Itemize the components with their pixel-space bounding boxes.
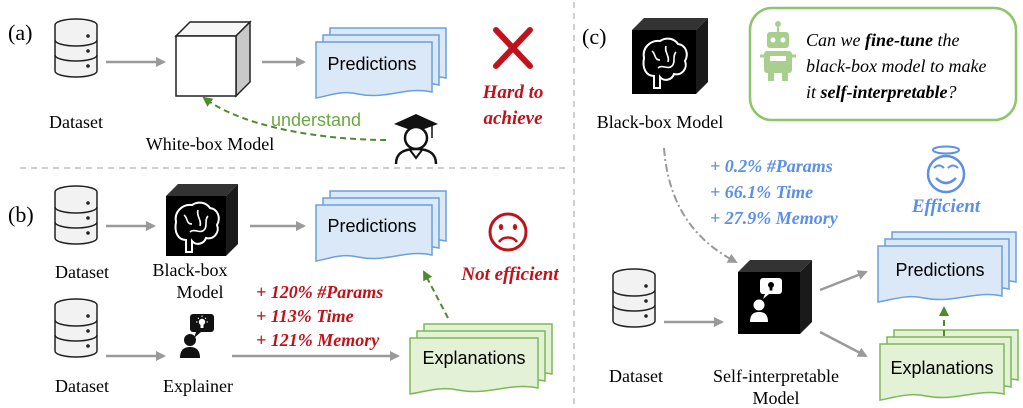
explanations-doc-c bbox=[879, 329, 1019, 401]
black-box-label-line2: Model bbox=[177, 282, 224, 302]
predictions-label-a: Predictions bbox=[327, 54, 416, 74]
understand-arrow bbox=[202, 96, 387, 141]
self-interpretable-label-line1: Self-interpretable bbox=[713, 366, 839, 386]
understand-label: understand bbox=[271, 110, 361, 130]
dataset-label-bottom: Dataset bbox=[55, 376, 109, 396]
efficient-label: Efficient bbox=[911, 196, 981, 217]
graduate-icon bbox=[394, 114, 438, 165]
cost-time-c: + 66.1% Time bbox=[710, 182, 813, 202]
explanations-doc-b bbox=[409, 323, 553, 395]
question-line2: black-box model to make bbox=[806, 56, 986, 76]
white-box-cube bbox=[174, 20, 252, 98]
black-box-cube-b bbox=[166, 184, 238, 256]
black-box-label-c: Black-box Model bbox=[597, 112, 723, 132]
robot-icon bbox=[760, 21, 796, 81]
black-box-label-line1: Black-box bbox=[153, 260, 228, 280]
predictions-label-b: Predictions bbox=[327, 216, 416, 236]
explainer-label: Explainer bbox=[163, 376, 233, 396]
explainer-icon bbox=[179, 313, 215, 359]
panel-a-label: (a) bbox=[8, 20, 32, 45]
question-bubble bbox=[748, 6, 1018, 122]
cost-params-c: + 0.2% #Params bbox=[710, 156, 833, 176]
database-icon bbox=[54, 18, 98, 78]
self-interpretable-icon bbox=[750, 278, 782, 322]
panel-c-label: (c) bbox=[582, 24, 606, 49]
cost-params-b: + 120% #Params bbox=[256, 282, 383, 302]
not-efficient-label: Not efficient bbox=[460, 264, 559, 285]
self-interpretable-cube bbox=[738, 260, 812, 334]
white-box-model-label: White-box Model bbox=[146, 134, 274, 154]
predictions-doc-c bbox=[877, 231, 1017, 303]
cost-time-b: + 113% Time bbox=[256, 306, 354, 326]
cost-memory-c: + 27.9% Memory bbox=[710, 208, 839, 228]
dataset-label-top: Dataset bbox=[55, 262, 109, 282]
self-interpretable-label-line2: Model bbox=[753, 388, 800, 408]
explanations-label-c: Explanations bbox=[890, 358, 993, 378]
database-icon bbox=[54, 298, 98, 358]
arrow-selfinterp-to-explanations bbox=[819, 330, 868, 358]
arrow-blackbox-to-selfinterp bbox=[663, 147, 738, 263]
dataset-label: Dataset bbox=[49, 112, 103, 132]
sad-face-icon bbox=[488, 212, 528, 252]
panel-b-label: (b) bbox=[8, 202, 34, 227]
database-icon bbox=[612, 268, 656, 328]
question-line3: it self-interpretable? bbox=[806, 82, 957, 102]
arrow-explanations-to-predictions-b bbox=[423, 270, 449, 319]
hard-to-achieve-line1: Hard to bbox=[482, 82, 544, 103]
hard-to-achieve-line2: achieve bbox=[483, 108, 543, 129]
dataset-label-c: Dataset bbox=[609, 366, 663, 386]
question-line1: Can we fine-tune the bbox=[806, 30, 960, 50]
explanations-label-b: Explanations bbox=[422, 348, 525, 368]
predictions-label-c: Predictions bbox=[895, 260, 984, 280]
arrow-selfinterp-to-predictions bbox=[819, 270, 868, 292]
cost-memory-b: + 121% Memory bbox=[256, 330, 380, 350]
predictions-doc-b bbox=[315, 190, 447, 262]
predictions-doc-a bbox=[315, 27, 447, 99]
cross-icon bbox=[493, 27, 533, 69]
database-icon bbox=[54, 185, 98, 245]
happy-face-icon bbox=[926, 145, 966, 194]
